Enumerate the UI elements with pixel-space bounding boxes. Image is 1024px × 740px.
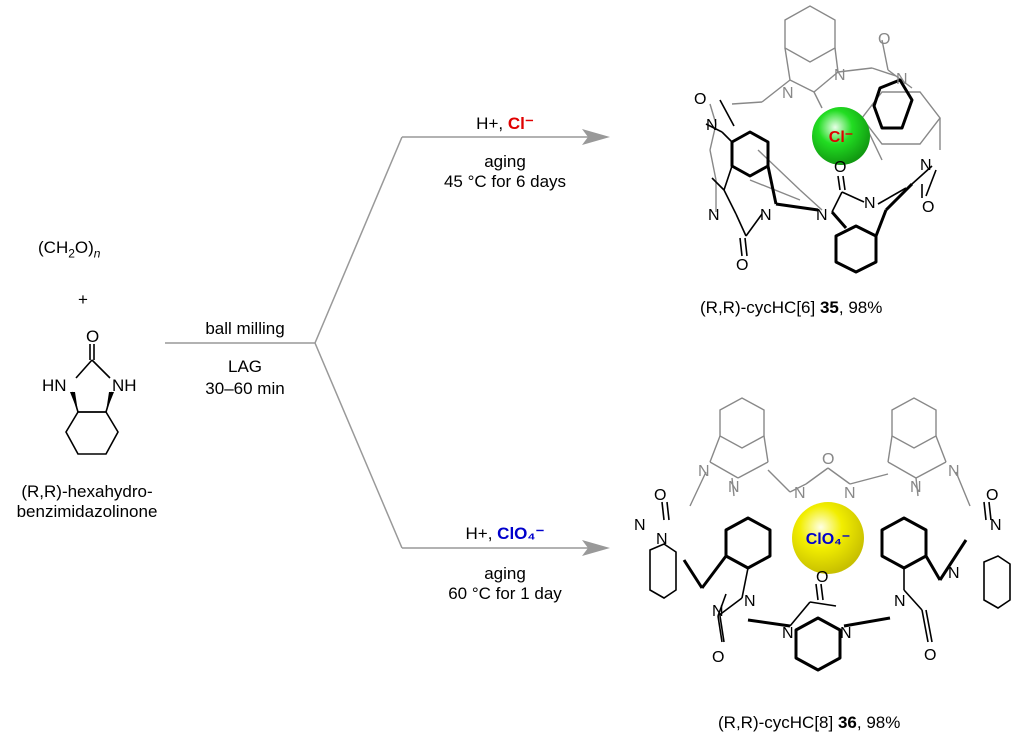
chloride-sphere-label: Cl⁻ <box>829 129 853 146</box>
nh-right-label: NH <box>112 376 137 395</box>
svg-text:N: N <box>698 463 710 480</box>
svg-text:N: N <box>744 593 756 610</box>
upper-arrowhead <box>582 129 610 145</box>
svg-text:N: N <box>948 463 960 480</box>
svg-text:N: N <box>712 603 724 620</box>
cychc6-structure: Cl⁻ O N N N O N O N N O N N O N <box>694 5 941 274</box>
svg-text:N: N <box>634 517 646 534</box>
lower-reagents: H+, ClO₄⁻ <box>465 524 545 543</box>
svg-text:N: N <box>864 195 876 212</box>
svg-text:N: N <box>728 479 740 496</box>
svg-text:O: O <box>834 159 846 176</box>
plus-sign: + <box>78 290 88 309</box>
upper-reagents: H+, Cl⁻ <box>476 114 534 133</box>
svg-text:N: N <box>708 207 720 224</box>
svg-text:O: O <box>654 487 666 504</box>
perchlorate-sphere-label: ClO₄⁻ <box>806 531 851 548</box>
svg-text:O: O <box>986 487 998 504</box>
svg-text:N: N <box>910 479 922 496</box>
nh-left-label: HN <box>42 376 67 395</box>
cychc8-structure: ClO₄⁻ O N N N N O N O N N N O O N N N N … <box>634 397 1011 672</box>
svg-text:O: O <box>694 91 706 108</box>
svg-text:O: O <box>816 569 828 586</box>
svg-text:N: N <box>760 207 772 224</box>
svg-text:N: N <box>782 625 794 642</box>
svg-text:N: N <box>894 593 906 610</box>
svg-text:N: N <box>816 207 828 224</box>
svg-text:N: N <box>794 485 806 502</box>
svg-text:N: N <box>990 517 1002 534</box>
svg-text:N: N <box>782 85 794 102</box>
svg-text:N: N <box>844 485 856 502</box>
svg-text:O: O <box>736 257 748 274</box>
cychc8-name: (R,R)-cycHC[8] 36, 98% <box>718 713 901 732</box>
main-conditions-below: LAG 30–60 min <box>205 357 285 398</box>
svg-text:O: O <box>922 199 934 216</box>
cychc6-name: (R,R)-cycHC[6] 35, 98% <box>700 298 883 317</box>
lower-aging-conditions: aging 60 °C for 1 day <box>448 564 562 603</box>
main-conditions-above: ball milling <box>205 319 285 338</box>
svg-text:N: N <box>656 531 668 548</box>
formaldehyde-label: (CH2O)n <box>38 238 101 261</box>
svg-text:N: N <box>920 157 932 174</box>
svg-text:N: N <box>840 625 852 642</box>
upper-aging-conditions: aging 45 °C for 6 days <box>443 152 567 191</box>
svg-text:O: O <box>924 647 936 664</box>
svg-text:O: O <box>878 31 890 48</box>
svg-text:N: N <box>948 565 960 582</box>
lower-arrowhead <box>582 540 610 556</box>
svg-text:N: N <box>706 117 718 134</box>
svg-text:N: N <box>834 67 846 84</box>
svg-text:N: N <box>896 71 908 88</box>
carbonyl-o: O <box>86 327 99 346</box>
starting-material-name: (R,R)-hexahydro- benzimidazolinone <box>16 482 158 521</box>
svg-text:O: O <box>822 451 834 468</box>
hexahydrobenzimidazolinone-structure: O HN NH <box>42 327 137 455</box>
svg-text:O: O <box>712 649 724 666</box>
